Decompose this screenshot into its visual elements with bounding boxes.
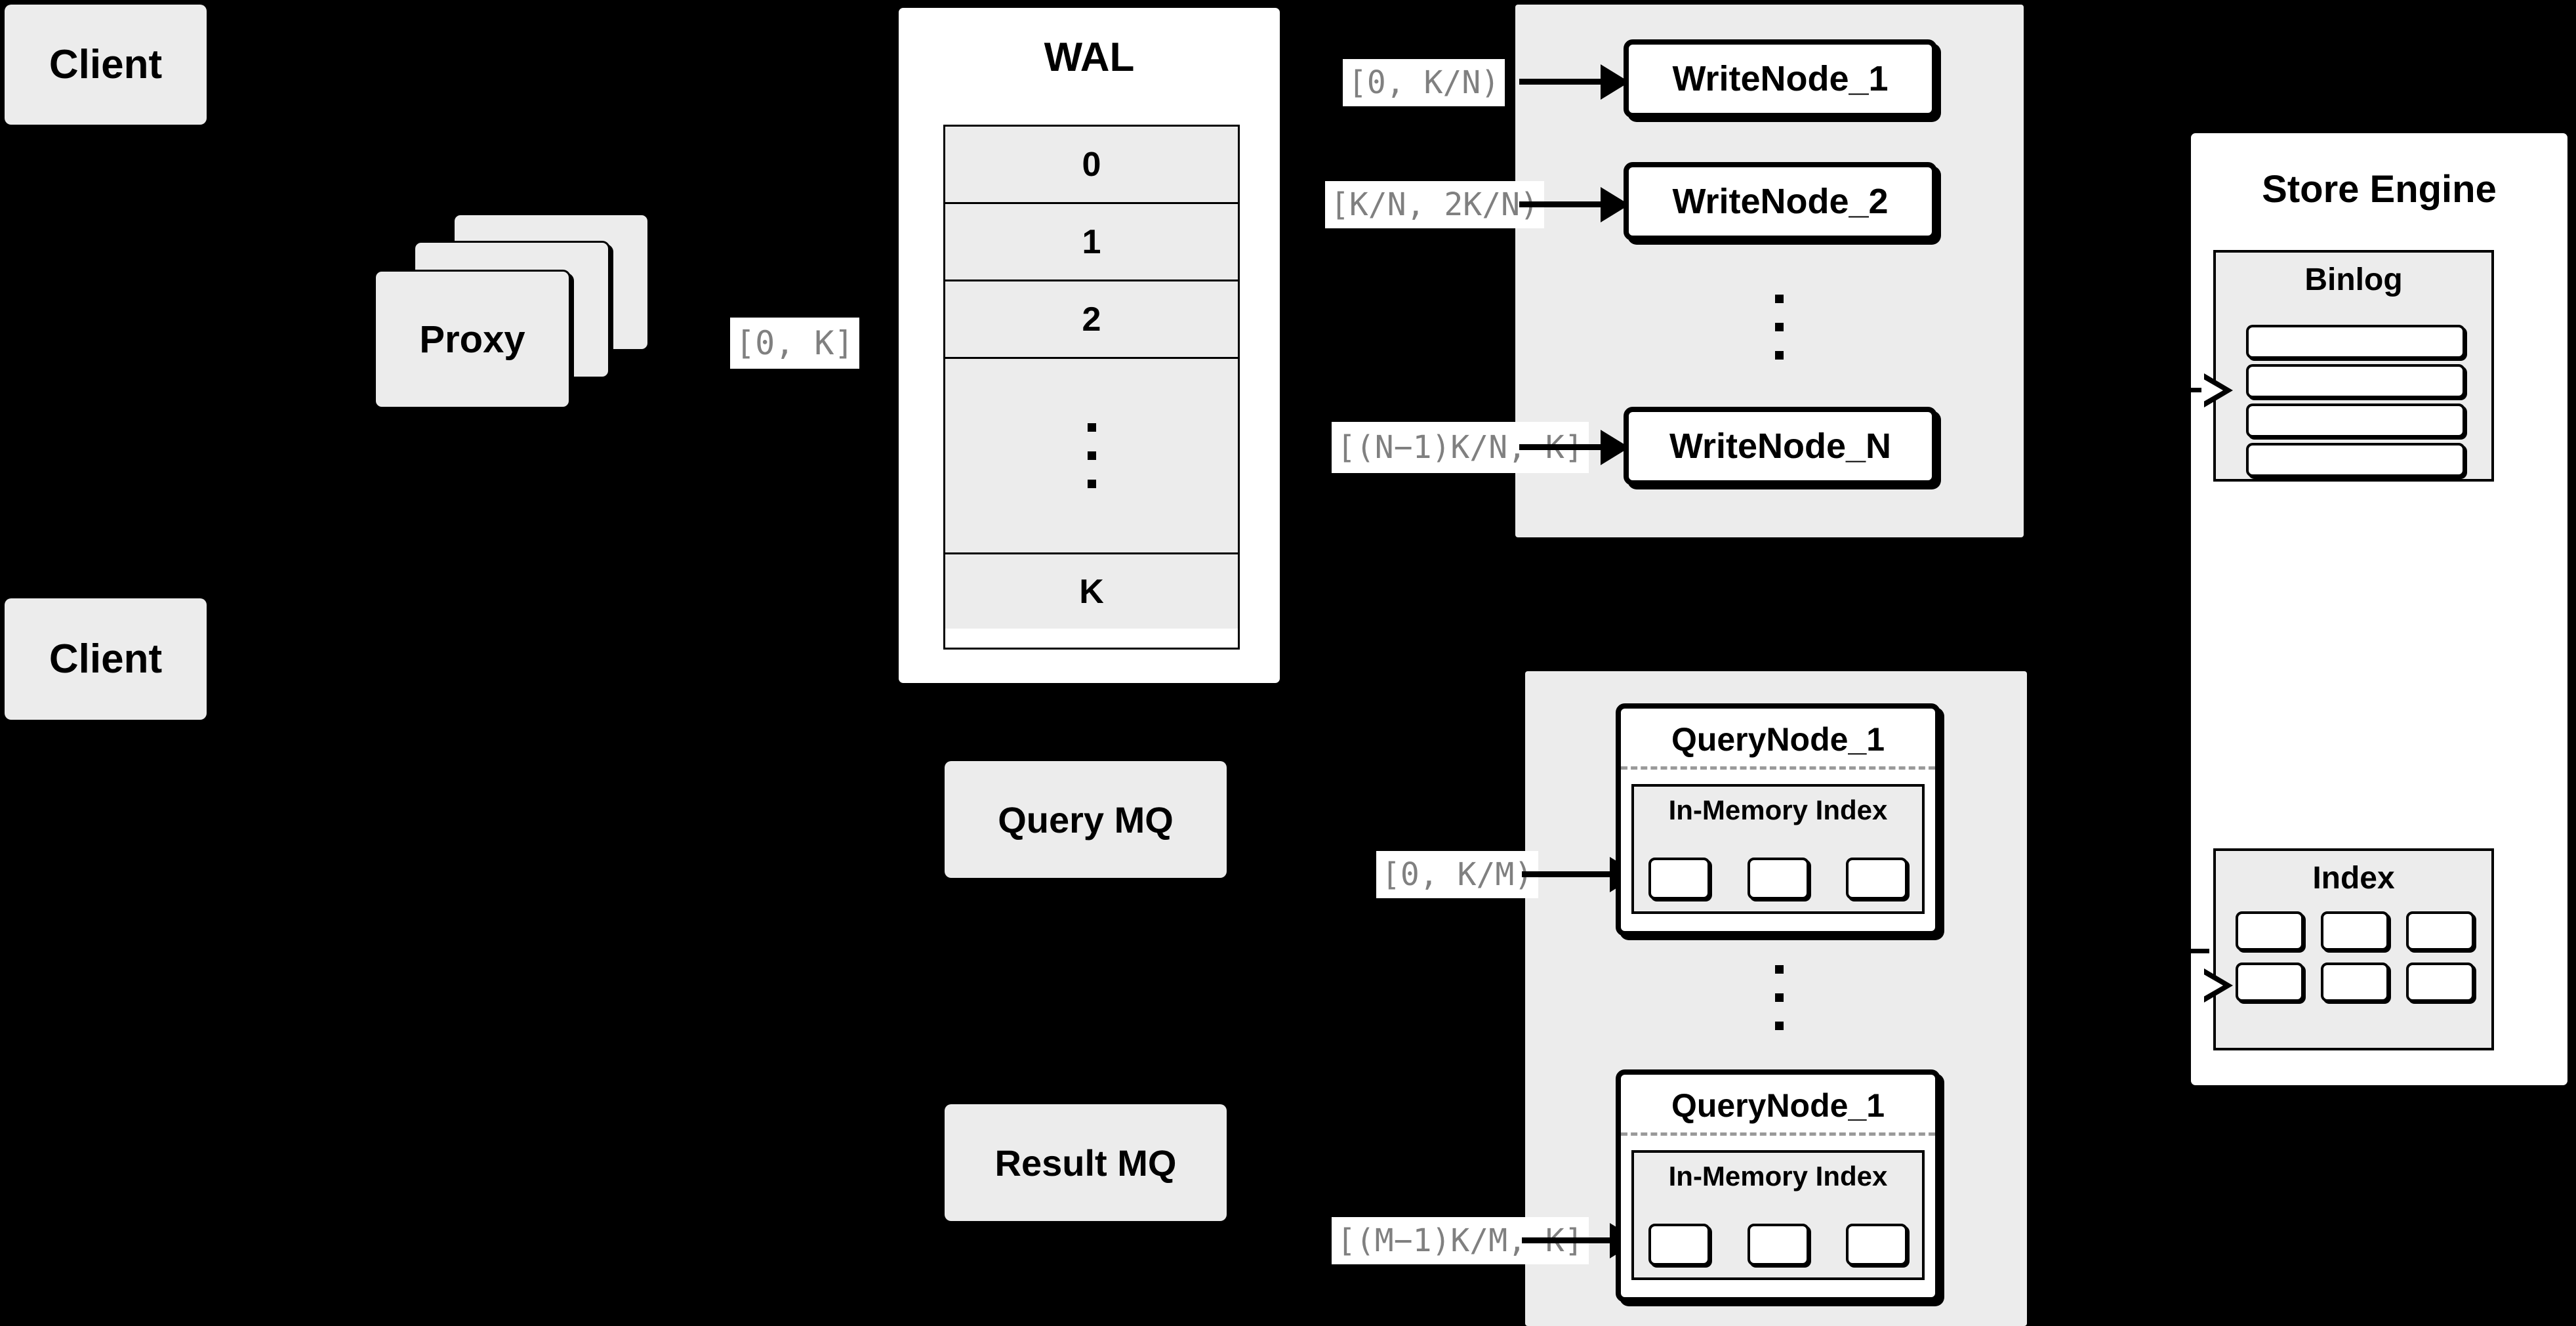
proxy-stack[interactable]: Proxy — [374, 213, 669, 430]
index-slot — [1846, 858, 1908, 900]
binlog-slot — [2246, 443, 2465, 477]
binlog-arrow-line — [2178, 388, 2209, 392]
query-node-1-separator — [1621, 766, 1935, 770]
index-slot — [2406, 911, 2474, 951]
write-node-1-arrow-line — [1519, 79, 1605, 85]
ellipsis-dot — [1087, 451, 1096, 460]
query-node-1[interactable]: QueryNode_1 In-Memory Index — [1616, 703, 1940, 936]
ellipsis-dot — [1774, 964, 1784, 974]
write-node-n-arrow-line — [1519, 444, 1605, 450]
binlog-arrow-head — [2201, 373, 2233, 407]
wal-container: WAL 0 1 2 K — [894, 3, 1284, 688]
write-node-n[interactable]: WriteNode_N — [1624, 407, 1937, 486]
write-node-1[interactable]: WriteNode_1 — [1624, 39, 1937, 118]
index-slot — [2236, 963, 2304, 1002]
index-slot — [1846, 1224, 1908, 1266]
index-slot — [2406, 963, 2474, 1002]
query-mq-box[interactable]: Query MQ — [945, 761, 1227, 878]
proxy-range-label: [0, K] — [730, 318, 859, 369]
store-engine-title: Store Engine — [2262, 168, 2497, 211]
index-arrow-head — [2201, 968, 2233, 1003]
ellipsis-dot — [1774, 294, 1784, 303]
write-node-2-arrow-line — [1519, 201, 1605, 207]
wal-row: 0 — [945, 127, 1238, 204]
write-node-1-range-label: [0, K/N) — [1343, 59, 1505, 106]
client-box-2[interactable]: Client — [5, 598, 207, 720]
write-node-2-range-label: [K/N, 2K/N) — [1325, 181, 1544, 228]
proxy-stack-layer-1[interactable]: Proxy — [374, 270, 571, 409]
write-node-2[interactable]: WriteNode_2 — [1624, 162, 1937, 241]
ellipsis-dot — [1087, 423, 1096, 432]
query-node-1-title: QueryNode_1 — [1671, 721, 1885, 758]
index-arrow-line — [2178, 949, 2209, 953]
ellipsis-dot — [1774, 1021, 1784, 1030]
query-node-n-index-title: In-Memory Index — [1668, 1161, 1888, 1191]
index-panel: Index — [2213, 848, 2494, 1050]
write-cluster-ellipsis — [1766, 274, 1792, 379]
ellipsis-dot — [1774, 993, 1784, 1002]
index-slot — [1648, 1224, 1710, 1266]
index-slot — [2321, 963, 2389, 1002]
client-box-1[interactable]: Client — [5, 5, 207, 125]
query-node-1-arrow-line — [1522, 871, 1614, 877]
ellipsis-dot — [1774, 350, 1784, 360]
binlog-title: Binlog — [2304, 262, 2403, 297]
binlog-slot — [2246, 325, 2465, 359]
ellipsis-dot — [1087, 480, 1096, 488]
index-slot — [2236, 911, 2304, 951]
index-slot — [2321, 911, 2389, 951]
wal-row: 2 — [945, 281, 1238, 359]
query-node-n-separator — [1621, 1132, 1935, 1136]
binlog-panel: Binlog — [2213, 250, 2494, 482]
wal-row: K — [945, 554, 1238, 629]
query-node-n-title: QueryNode_1 — [1671, 1087, 1885, 1124]
query-node-n-index-panel: In-Memory Index — [1631, 1150, 1925, 1280]
index-slot — [1747, 1224, 1809, 1266]
query-node-n-arrow-line — [1522, 1237, 1614, 1243]
client-label-1: Client — [49, 42, 163, 87]
query-node-1-index-title: In-Memory Index — [1668, 795, 1888, 825]
query-node-n[interactable]: QueryNode_1 In-Memory Index — [1616, 1069, 1940, 1302]
wal-table: 0 1 2 K — [943, 125, 1240, 650]
query-node-1-range-label: [0, K/M) — [1376, 851, 1539, 898]
binlog-slot — [2246, 364, 2465, 398]
wal-title: WAL — [1044, 35, 1135, 80]
wal-row-ellipsis — [945, 359, 1238, 554]
query-node-n-range-label: [(M−1)K/M, K] — [1332, 1217, 1589, 1264]
store-engine-container: Store Engine Binlog Index — [2186, 129, 2572, 1090]
result-mq-label: Result MQ — [994, 1142, 1177, 1184]
client-label-2: Client — [49, 636, 163, 682]
proxy-label: Proxy — [419, 318, 525, 361]
ellipsis-dot — [1774, 322, 1784, 331]
wal-row: 1 — [945, 204, 1238, 281]
index-slot — [1648, 858, 1710, 900]
index-slot — [1747, 858, 1809, 900]
binlog-slot — [2246, 404, 2465, 438]
index-title: Index — [2312, 861, 2395, 896]
query-cluster-ellipsis — [1766, 945, 1792, 1050]
result-mq-box[interactable]: Result MQ — [945, 1104, 1227, 1221]
query-node-1-index-panel: In-Memory Index — [1631, 784, 1925, 914]
query-mq-label: Query MQ — [998, 798, 1174, 840]
